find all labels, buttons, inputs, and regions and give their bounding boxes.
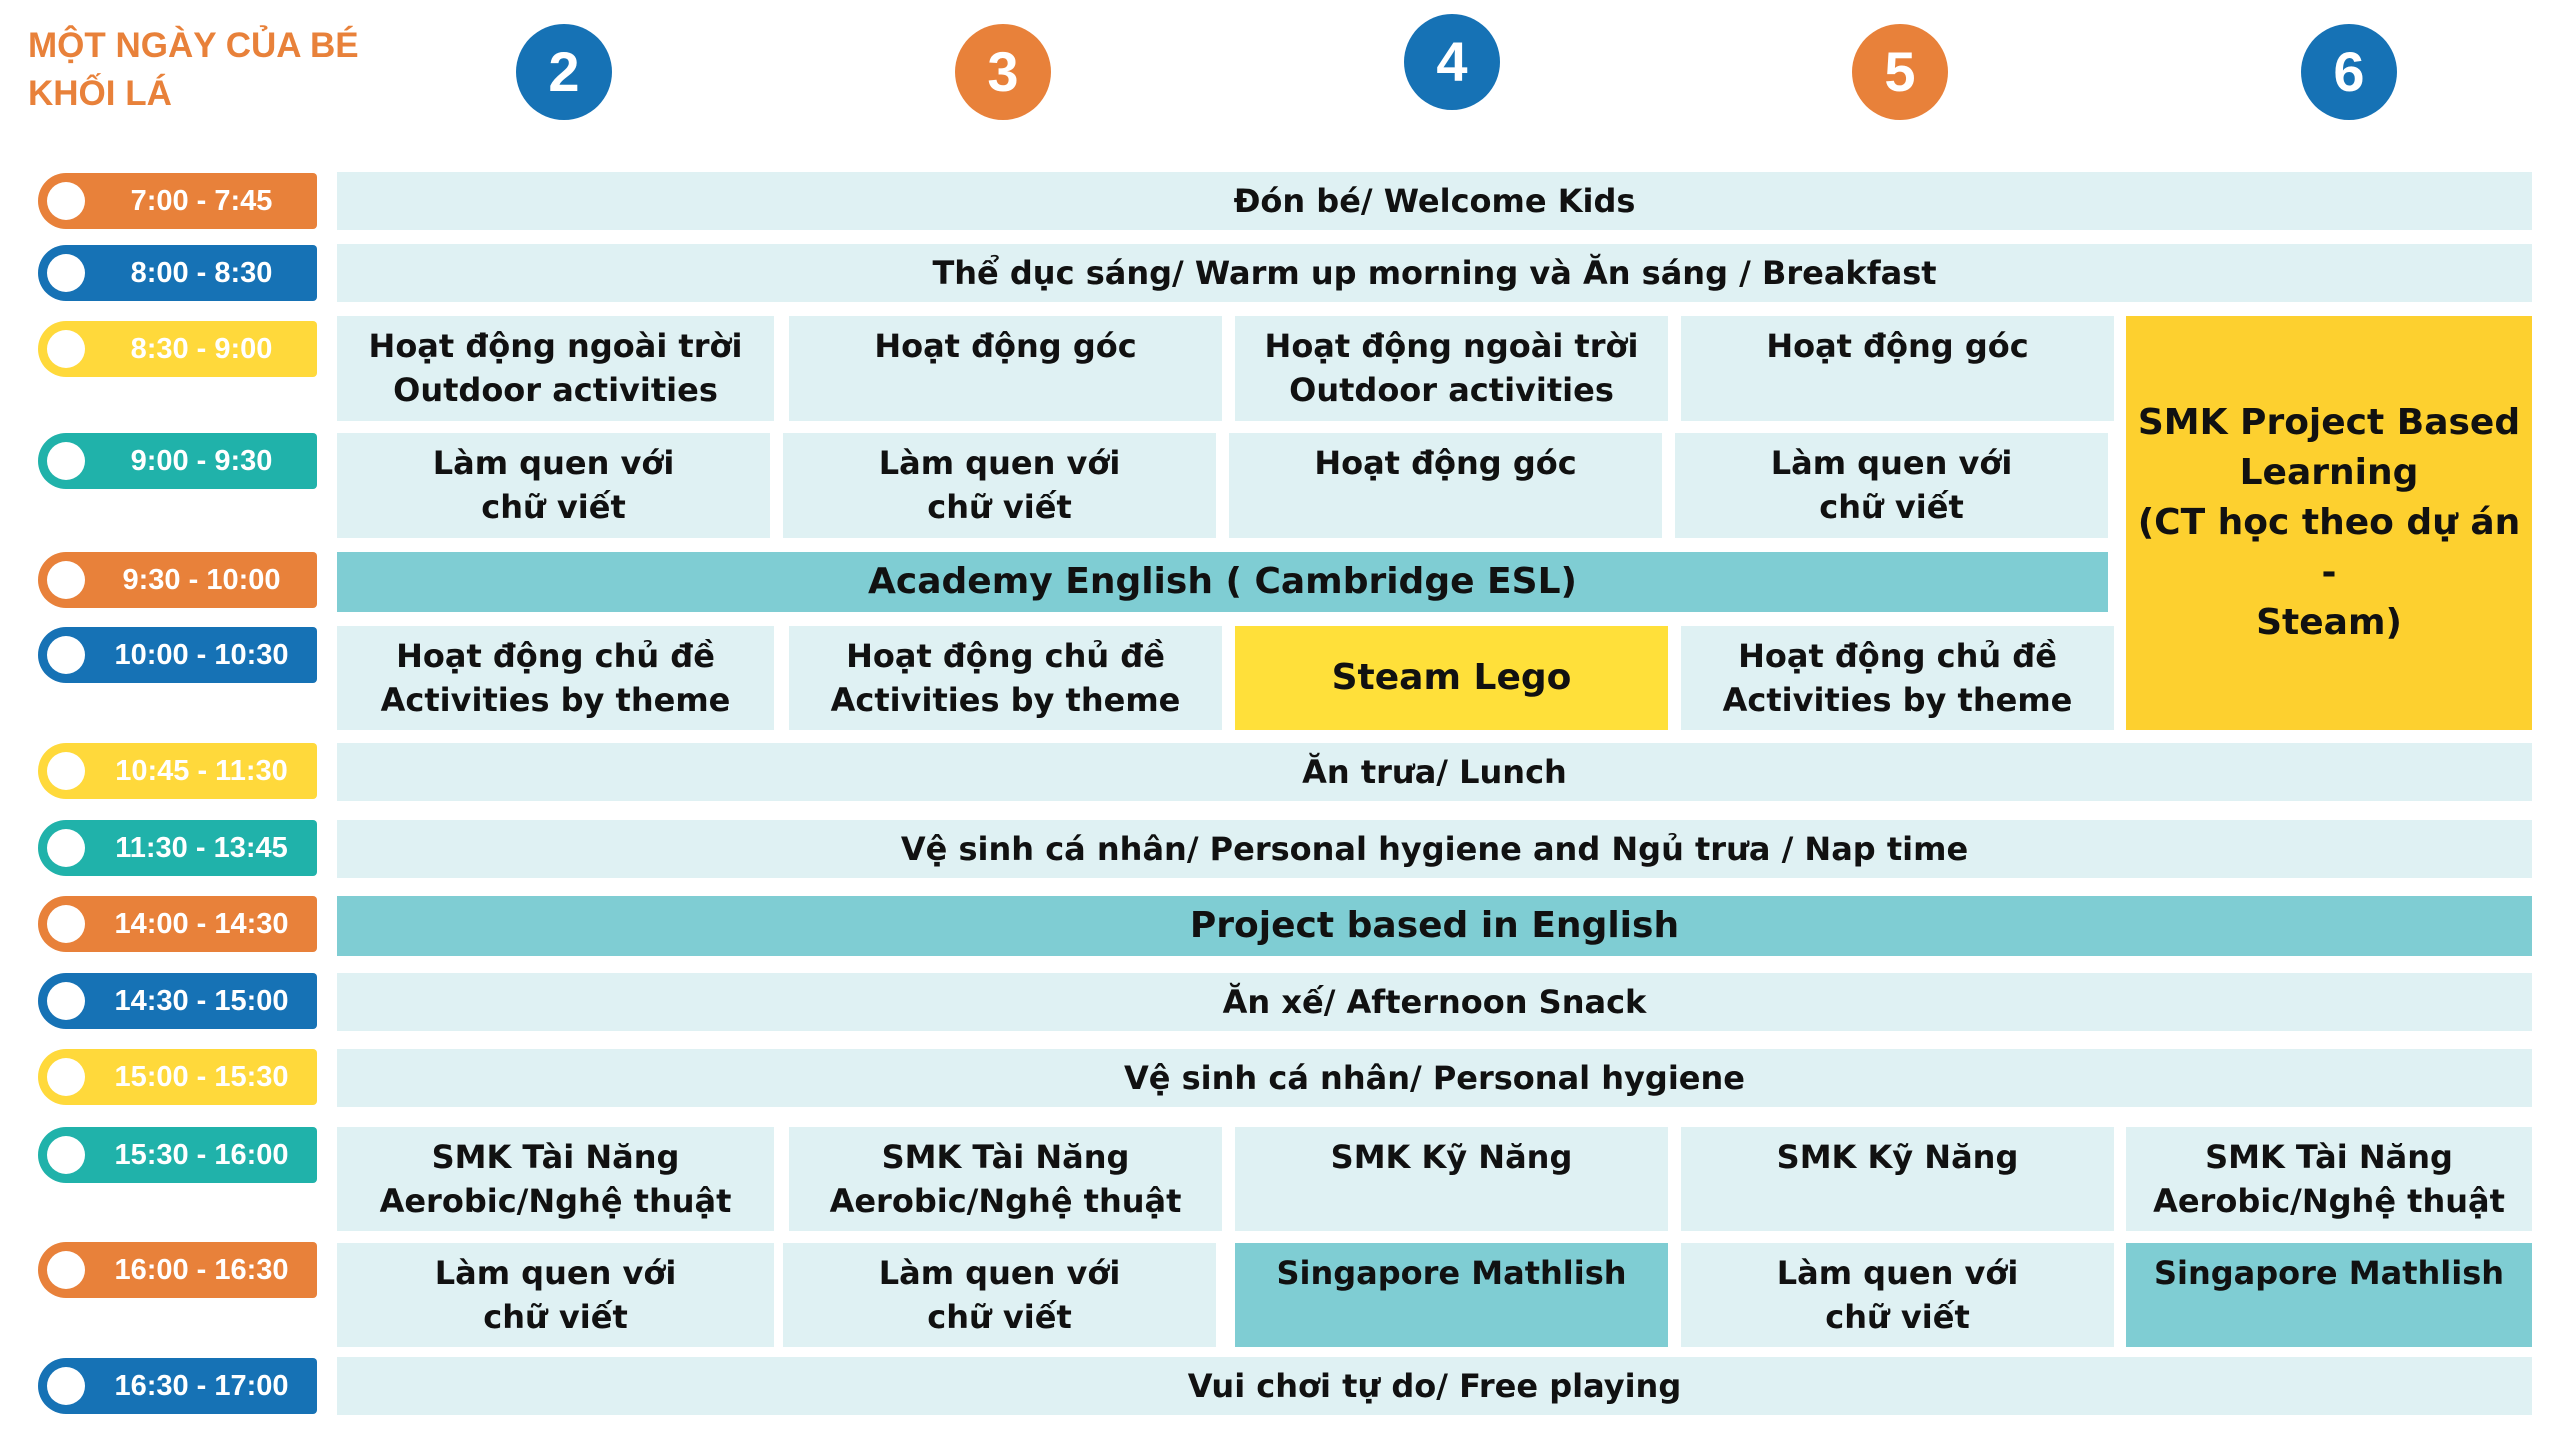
circle-icon bbox=[47, 1367, 85, 1405]
time-label: 14:00 - 14:30 bbox=[114, 908, 289, 940]
activity-free-playing: Vui chơi tự do/ Free playing bbox=[337, 1357, 2532, 1415]
title-line-2: KHỐI LÁ bbox=[28, 74, 172, 113]
time-slot-pill: 14:00 - 14:30 bbox=[38, 896, 317, 952]
time-slot-pill: 8:30 - 9:00 bbox=[38, 321, 317, 377]
time-slot-pill: 9:30 - 10:00 bbox=[38, 552, 317, 608]
activity-corner-tue: Hoạt động góc bbox=[789, 316, 1222, 421]
circle-icon bbox=[47, 905, 85, 943]
activity-academy-english: Academy English ( Cambridge ESL) bbox=[337, 552, 2108, 612]
activity-steam-lego-wed: Steam Lego bbox=[1235, 626, 1668, 730]
day-3-badge: 3 bbox=[955, 24, 1051, 120]
circle-icon bbox=[47, 330, 85, 368]
circle-icon bbox=[47, 442, 85, 480]
title-line-1: MỘT NGÀY CỦA BÉ bbox=[28, 26, 359, 65]
time-label: 8:00 - 8:30 bbox=[130, 257, 273, 289]
time-slot-pill: 9:00 - 9:30 bbox=[38, 433, 317, 489]
circle-icon bbox=[47, 982, 85, 1020]
activity-lunch: Ăn trưa/ Lunch bbox=[337, 743, 2532, 801]
activity-mathlish-wed: Singapore Mathlish bbox=[1235, 1243, 1668, 1347]
circle-icon bbox=[47, 561, 85, 599]
circle-icon bbox=[47, 254, 85, 292]
day-2-badge: 2 bbox=[516, 24, 612, 120]
day-5-badge: 5 bbox=[1852, 24, 1948, 120]
circle-icon bbox=[47, 752, 85, 790]
circle-icon bbox=[47, 182, 85, 220]
circle-icon bbox=[47, 829, 85, 867]
activity-project-english: Project based in English bbox=[337, 896, 2532, 956]
activity-nap-time: Vệ sinh cá nhân/ Personal hygiene and Ng… bbox=[337, 820, 2532, 878]
activity-warmup-breakfast: Thể dục sáng/ Warm up morning và Ăn sáng… bbox=[337, 244, 2532, 302]
circle-icon bbox=[47, 1058, 85, 1096]
day-6-badge: 6 bbox=[2301, 24, 2397, 120]
time-slot-pill: 16:00 - 16:30 bbox=[38, 1242, 317, 1298]
activity-afternoon-snack: Ăn xế/ Afternoon Snack bbox=[337, 973, 2532, 1031]
time-slot-pill: 10:45 - 11:30 bbox=[38, 743, 317, 799]
time-label: 9:30 - 10:00 bbox=[122, 564, 281, 596]
activity-personal-hygiene: Vệ sinh cá nhân/ Personal hygiene bbox=[337, 1049, 2532, 1107]
time-slot-pill: 14:30 - 15:00 bbox=[38, 973, 317, 1029]
time-slot-pill: 8:00 - 8:30 bbox=[38, 245, 317, 301]
page-title: MỘT NGÀY CỦA BÉ KHỐI LÁ bbox=[28, 22, 359, 118]
time-slot-pill: 15:00 - 15:30 bbox=[38, 1049, 317, 1105]
time-label: 7:00 - 7:45 bbox=[130, 185, 273, 217]
time-slot-pill: 11:30 - 13:45 bbox=[38, 820, 317, 876]
time-slot-pill: 15:30 - 16:00 bbox=[38, 1127, 317, 1183]
time-label: 16:00 - 16:30 bbox=[114, 1254, 289, 1286]
time-label: 15:30 - 16:00 bbox=[114, 1139, 289, 1171]
activity-corner-wed: Hoạt động góc bbox=[1229, 433, 1662, 538]
time-label: 11:30 - 13:45 bbox=[115, 832, 288, 864]
activity-skills-thu: SMK Kỹ Năng bbox=[1681, 1127, 2114, 1231]
time-slot-pill: 16:30 - 17:00 bbox=[38, 1358, 317, 1414]
activity-corner-thu: Hoạt động góc bbox=[1681, 316, 2114, 421]
time-label: 14:30 - 15:00 bbox=[114, 985, 289, 1017]
time-label: 9:00 - 9:30 bbox=[130, 445, 273, 477]
time-label: 10:00 - 10:30 bbox=[114, 639, 289, 671]
time-label: 8:30 - 9:00 bbox=[130, 333, 273, 365]
time-slot-pill: 7:00 - 7:45 bbox=[38, 173, 317, 229]
time-label: 16:30 - 17:00 bbox=[114, 1370, 289, 1402]
activity-welcome: Đón bé/ Welcome Kids bbox=[337, 172, 2532, 230]
circle-icon bbox=[47, 1251, 85, 1289]
circle-icon bbox=[47, 636, 85, 674]
time-slot-pill: 10:00 - 10:30 bbox=[38, 627, 317, 683]
activity-mathlish-fri: Singapore Mathlish bbox=[2126, 1243, 2532, 1347]
day-4-badge: 4 bbox=[1404, 14, 1500, 110]
time-label: 15:00 - 15:30 bbox=[114, 1061, 289, 1093]
circle-icon bbox=[47, 1136, 85, 1174]
time-label: 10:45 - 11:30 bbox=[115, 755, 288, 787]
activity-skills-wed: SMK Kỹ Năng bbox=[1235, 1127, 1668, 1231]
